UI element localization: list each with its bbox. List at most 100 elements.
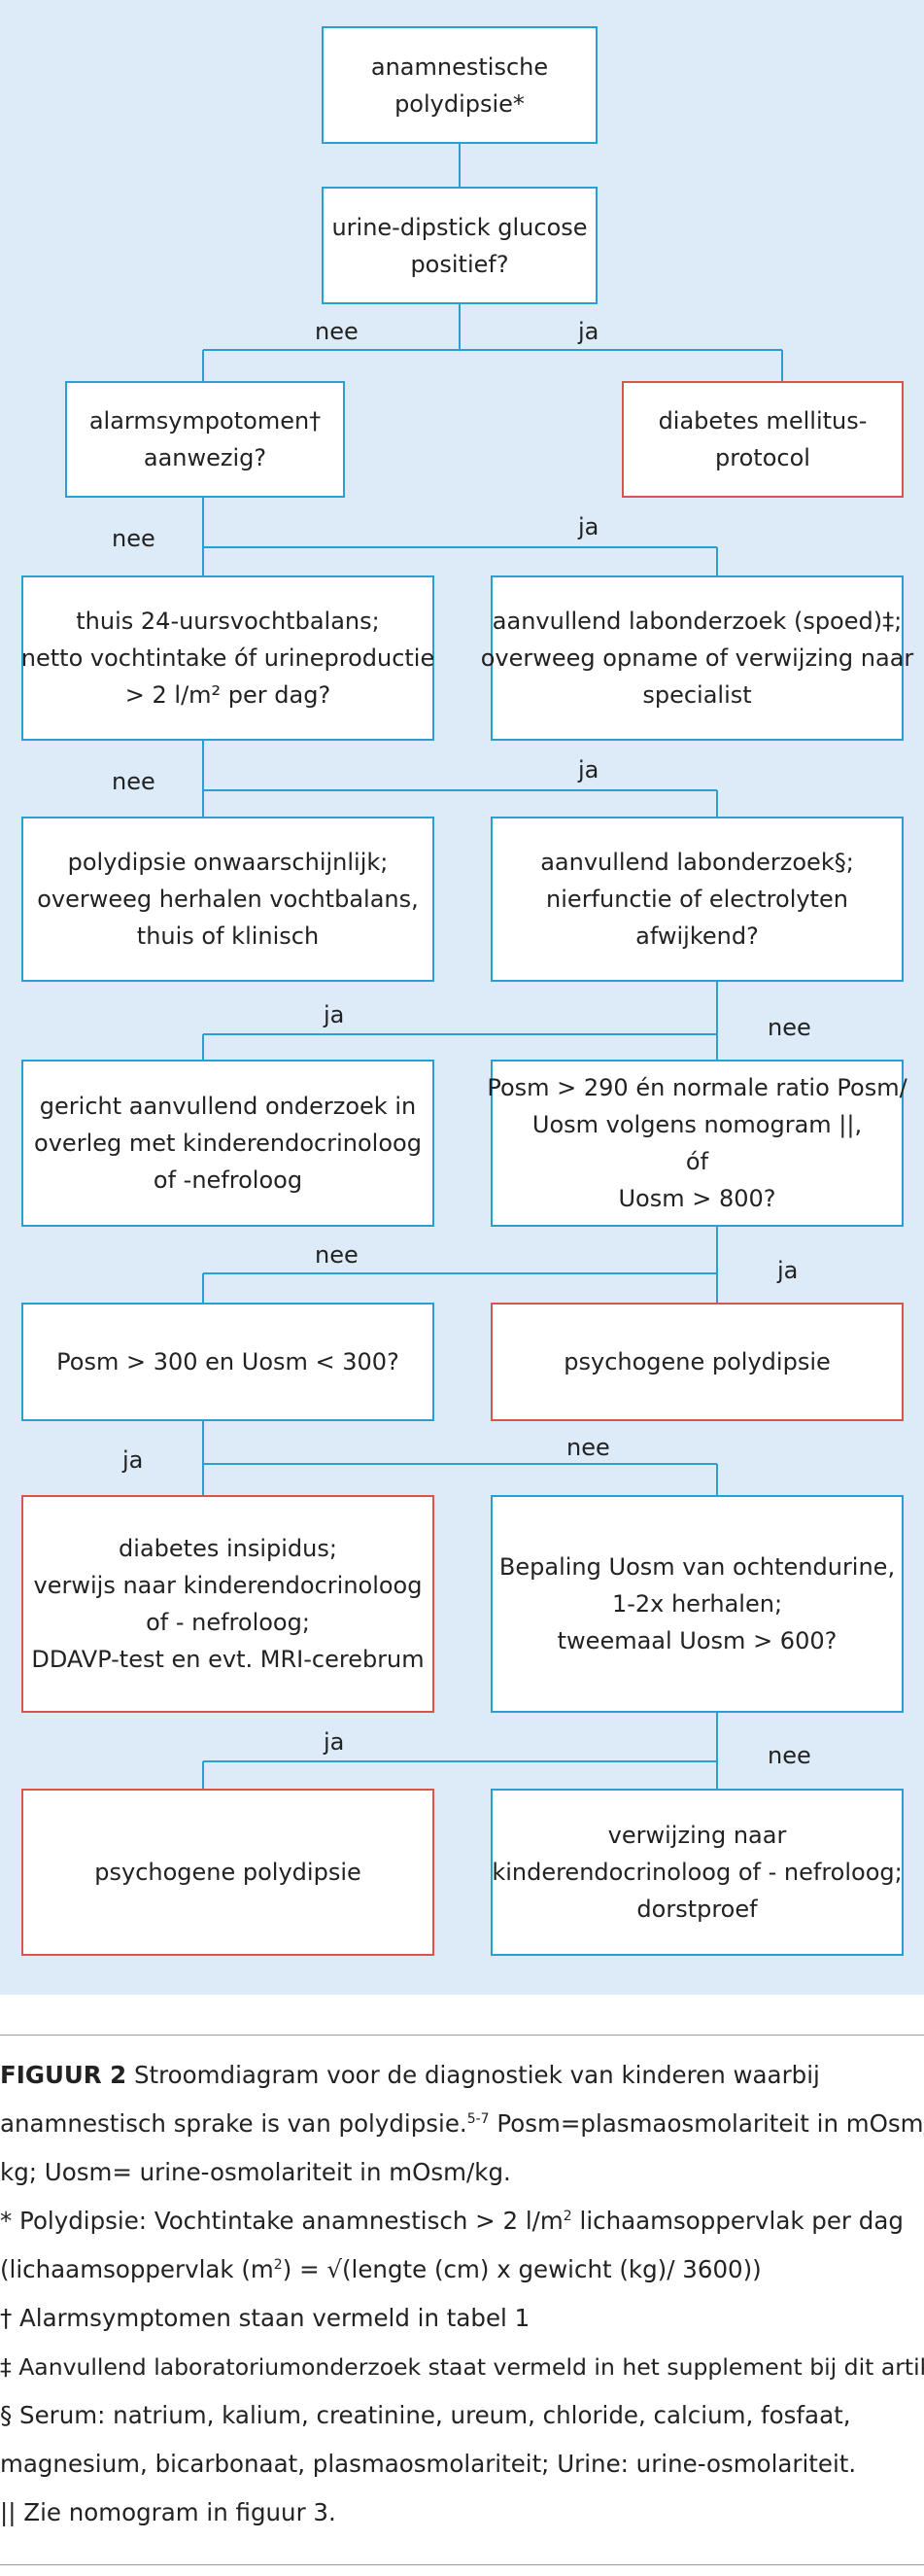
node-labonderzoek-nierfunctie: aanvullend labonderzoek§; nierfunctie of… [491, 817, 904, 982]
node-text: thuis of klinisch [136, 922, 320, 950]
node-text: aanwezig? [143, 444, 267, 471]
node-text: of -nefroloog [153, 1166, 303, 1194]
node-text: netto vochtintake óf urineproductie [20, 644, 435, 672]
node-text: urine-dipstick glucose [331, 213, 588, 241]
node-text: positief? [410, 250, 509, 278]
edge-label-ja: ja [777, 1257, 799, 1284]
edge-label-ja: ja [324, 1001, 345, 1028]
node-posm-290: Posm > 290 én normale ratio Posm/ Uosm v… [487, 1060, 907, 1227]
node-text: anamnestische [370, 52, 549, 81]
node-text: Posm > 290 én normale ratio Posm/ [487, 1074, 907, 1101]
node-anamnestische-polydipsie: anamnestische polydipsie* [322, 26, 598, 144]
node-text: verwijs naar kinderendocrinoloog [33, 1572, 423, 1599]
node-alarmsymptomen: alarmsympotomen† aanwezig? [65, 381, 345, 498]
caption-text: Stroomdiagram voor de diagnostiek van ki… [126, 2061, 820, 2089]
edge-label-ja: ja [578, 318, 599, 345]
node-text: protocol [715, 444, 810, 471]
caption-text: (lichaamsoppervlak (m [0, 2255, 274, 2283]
caption-text: Posm=plasmaosmolariteit in mOsm/ [489, 2109, 924, 2138]
node-text: polydipsie* [394, 89, 525, 118]
node-urine-dipstick: urine-dipstick glucose positief? [322, 187, 598, 304]
connector-n8-split [202, 982, 718, 1060]
node-text: diabetes mellitus- [658, 407, 868, 435]
node-text: alarmsympotomen† [88, 407, 322, 435]
caption-superscript: 2 [563, 2208, 572, 2224]
figure-label: FIGUUR 2 [0, 2061, 127, 2089]
caption-text: ) = √(lengte (cm) x gewicht (kg)/ 3600)) [282, 2255, 762, 2283]
edge-label-nee: nee [315, 1241, 359, 1269]
connector-n2-split [202, 304, 783, 381]
node-diabetes-mellitus-protocol: diabetes mellitus- protocol [622, 381, 904, 498]
node-text: nierfunctie of electrolyten [546, 886, 848, 913]
caption-line: FIGUUR 2 Stroomdiagram voor de diagnosti… [0, 2051, 924, 2100]
node-text: óf [685, 1148, 709, 1175]
node-text: overleg met kinderendocrinoloog [34, 1130, 422, 1157]
node-polydipsie-onwaarschijnlijk: polydipsie onwaarschijnlijk; overweeg he… [21, 817, 434, 982]
node-text: afwijkend? [635, 922, 759, 950]
connector-n11-split [202, 1421, 718, 1495]
node-vochtbalans: thuis 24-uursvochtbalans; netto vochtint… [21, 575, 434, 741]
edge-label-nee: nee [768, 1742, 811, 1769]
edge-label-nee: nee [566, 1434, 610, 1461]
edge-label-ja: ja [324, 1728, 345, 1756]
caption-line: † Alarmsymptomen staan vermeld in tabel … [0, 2304, 530, 2332]
flowchart: anamnestische polydipsie* urine-dipstick… [0, 0, 924, 1995]
node-text: > 2 l/m² per dag? [124, 681, 331, 709]
node-text: aanvullend labonderzoek§; [540, 849, 854, 876]
caption-superscript: 2 [273, 2256, 283, 2273]
caption-line: magnesium, bicarbonaat, plasmaosmolarite… [0, 2450, 857, 2478]
caption-line: § Serum: natrium, kalium, creatinine, ur… [0, 2401, 851, 2429]
node-text: Posm > 300 en Uosm < 300? [56, 1348, 399, 1375]
caption-line: * Polydipsie: Vochtintake anamnestisch >… [0, 2197, 924, 2245]
edge-label-nee: nee [315, 318, 359, 345]
caption-text: * Polydipsie: Vochtintake anamnestisch >… [0, 2207, 564, 2235]
edge-label-ja: ja [122, 1446, 144, 1474]
caption-top-rule [0, 2035, 924, 2036]
edge-label-nee: nee [112, 768, 155, 795]
caption-line: (lichaamsoppervlak (m2) = √(lengte (cm) … [0, 2245, 924, 2294]
node-text: thuis 24-uursvochtbalans; [76, 608, 380, 635]
caption-text: lichaamsoppervlak per dag [571, 2207, 904, 2235]
caption-line: kg; Uosm= urine-osmolariteit in mOsm/kg. [0, 2158, 511, 2186]
node-text: 1-2x herhalen; [611, 1590, 783, 1618]
node-text: psychogene polydipsie [94, 1859, 361, 1886]
node-text: verwijzing naar [607, 1822, 787, 1849]
node-gericht-onderzoek: gericht aanvullend onderzoek in overleg … [21, 1060, 434, 1227]
node-text: overweeg opname of verwijzing naar [480, 644, 914, 672]
connector-n14-split [202, 1713, 718, 1789]
node-psychogene-polydipsie-2: psychogene polydipsie [21, 1789, 434, 1956]
node-text: diabetes insipidus; [119, 1535, 337, 1562]
edge-label-ja: ja [578, 513, 599, 540]
node-labonderzoek-spoed: aanvullend labonderzoek (spoed)‡; overwe… [481, 575, 913, 741]
node-text: of - nefroloog; [146, 1609, 310, 1636]
figure-caption: FIGUUR 2 Stroomdiagram voor de diagnosti… [0, 2051, 924, 2537]
edge-label-nee: nee [768, 1014, 811, 1041]
node-posm-300: Posm > 300 en Uosm < 300? [21, 1303, 434, 1421]
node-text: specialist [642, 681, 752, 709]
caption-bottom-rule [0, 2564, 924, 2565]
connector-n5-split [202, 741, 718, 817]
node-text: Uosm volgens nomogram ||, [531, 1111, 863, 1138]
node-verwijzing-dorstproef: verwijzing naar kinderendocrinoloog of -… [491, 1789, 904, 1956]
caption-line: ‡ Aanvullend laboratoriumonderzoek staat… [0, 2353, 924, 2381]
flowchart-connectors [202, 144, 783, 1789]
node-text: Bepaling Uosm van ochtendurine, [498, 1553, 896, 1581]
node-text: polydipsie onwaarschijnlijk; [67, 849, 389, 876]
node-text: kinderendocrinoloog of - nefroloog; [492, 1859, 903, 1886]
node-text: Uosm > 800? [618, 1185, 776, 1212]
node-text: tweemaal Uosm > 600? [557, 1627, 838, 1654]
caption-line: || Zie nomogram in figuur 3. [0, 2498, 336, 2526]
node-text: dorstproef [636, 1896, 758, 1923]
node-text: psychogene polydipsie [564, 1348, 831, 1375]
node-diabetes-insipidus: diabetes insipidus; verwijs naar kindere… [21, 1495, 434, 1713]
node-text: aanvullend labonderzoek (spoed)‡; [492, 608, 903, 635]
node-text: gericht aanvullend onderzoek in [39, 1093, 417, 1120]
edge-label-ja: ja [578, 756, 599, 783]
node-psychogene-polydipsie-1: psychogene polydipsie [491, 1303, 904, 1421]
connector-n10-split [202, 1227, 718, 1303]
connector-n3-split [202, 498, 718, 575]
node-bepaling-uosm: Bepaling Uosm van ochtendurine, 1-2x her… [491, 1495, 904, 1713]
caption-reference: 5-7 [466, 2110, 490, 2127]
node-text: DDAVP-test en evt. MRI-cerebrum [31, 1646, 425, 1673]
caption-line: anamnestisch sprake is van polydipsie.5-… [0, 2100, 924, 2148]
